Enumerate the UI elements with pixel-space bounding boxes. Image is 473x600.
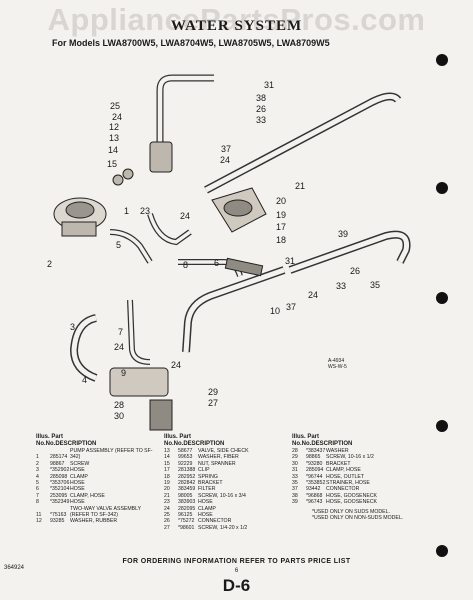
callout: 35	[370, 280, 381, 290]
callout: 39	[338, 229, 349, 239]
callout: 15	[107, 159, 118, 169]
callout: 38	[256, 93, 267, 103]
callout: 30	[114, 411, 125, 421]
exploded-diagram	[53, 74, 411, 431]
part-row: 11*75163TWO-WAY VALVE ASSEMBLY (REFER TO…	[36, 505, 142, 519]
punch-hole-3	[436, 292, 448, 304]
page-title: WATER SYSTEM	[170, 18, 303, 34]
callout: 3	[70, 322, 76, 332]
callout: 24	[114, 342, 125, 352]
part-row: 35*353852STRAINER, HOSE	[292, 480, 370, 487]
parts-header: Illus. Part	[292, 434, 320, 440]
part-row: 3*352902HOSE	[36, 467, 85, 474]
punch-hole-2	[436, 182, 448, 194]
callout: 6	[214, 258, 220, 268]
part-row: 28*383437WASHER	[292, 448, 349, 454]
page-code: D-6	[222, 576, 251, 595]
callout: 23	[140, 206, 151, 216]
parts-header: No.No.DESCRIPTION	[164, 441, 225, 447]
punch-hole-1	[436, 54, 448, 66]
callout: 5	[116, 240, 122, 250]
callout: 25	[110, 101, 121, 111]
callout: 31	[264, 80, 275, 90]
callout: 14	[108, 145, 119, 155]
callout: 20	[276, 196, 287, 206]
callout: 2	[47, 259, 53, 269]
parts-header: Illus. Part	[164, 434, 192, 440]
callout: 13	[109, 133, 120, 143]
callout: 24	[220, 155, 231, 165]
callout: 31	[285, 256, 296, 266]
callout: 19	[276, 210, 287, 220]
callout: 17	[276, 222, 287, 232]
page-number: 6	[234, 568, 239, 574]
callout: 7	[118, 327, 124, 337]
callout: 26	[256, 104, 267, 114]
callout: 1	[124, 206, 130, 216]
callout: 27	[208, 398, 219, 408]
callout: 18	[276, 235, 287, 245]
parts-header: Illus. Part	[36, 434, 64, 440]
callout: 8	[183, 260, 189, 270]
callout: 29	[208, 387, 219, 397]
part-row: 6*352104HOSE	[36, 486, 85, 493]
document-number: 364924	[4, 565, 25, 571]
callout: 37	[286, 302, 297, 312]
callout: 24	[308, 290, 319, 300]
callout: 26	[350, 266, 361, 276]
callout: 10	[270, 306, 281, 316]
parts-header: No.No.DESCRIPTION	[36, 441, 97, 447]
callout: 33	[336, 281, 347, 291]
part-row: 8*352349HOSE	[36, 499, 85, 506]
note: *USED ONLY ON SUDS MODEL.	[312, 508, 390, 515]
parts-column-3: Illus. Part No.No.DESCRIPTION 28*383437W…	[292, 434, 416, 521]
punch-hole-5	[436, 545, 448, 557]
figure-id: A-4934 WS-W-5	[328, 358, 347, 370]
callout: 33	[256, 115, 267, 125]
ordering-footer: FOR ORDERING INFORMATION REFER TO PARTS …	[122, 558, 351, 565]
callout: 4	[82, 375, 88, 385]
callout: 24	[180, 211, 191, 221]
note: *USED ONLY ON NON-SUDS MODEL.	[312, 515, 404, 522]
callout: 37	[221, 144, 232, 154]
callout: 24	[171, 360, 182, 370]
parts-header: No.No.DESCRIPTION	[292, 441, 353, 447]
callout: 21	[295, 181, 306, 191]
model-list: For Models LWA8700W5, LWA8704W5, LWA8705…	[52, 38, 330, 48]
punch-hole-4	[436, 420, 448, 432]
watermark: AppliancePartsPros.com	[47, 2, 426, 37]
callout: 24	[112, 112, 123, 122]
callout: 9	[121, 368, 127, 378]
callout: 12	[109, 122, 120, 132]
callout: 28	[114, 400, 125, 410]
part-row: 5*353706HOSE	[36, 480, 85, 487]
